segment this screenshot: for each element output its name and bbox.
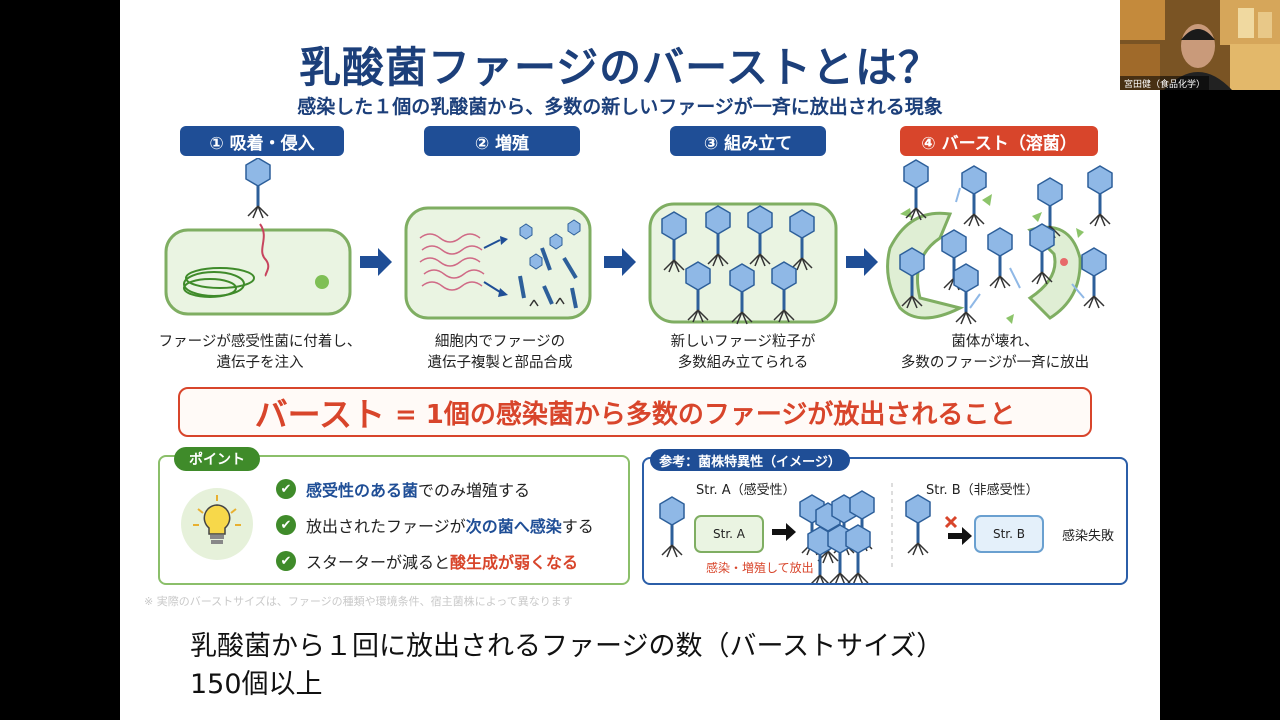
arrow-right-icon — [846, 248, 878, 276]
phage-icon — [246, 158, 270, 218]
point-text: する — [562, 513, 594, 537]
burst-definition-text: = 1個の感染菌から多数のファージが放出されること — [395, 394, 1015, 431]
point-row-3: ✔ スターターが減ると 酸生成が弱くなる — [276, 549, 578, 573]
strain-a-caption: 感染・増殖して放出 — [706, 559, 814, 576]
step-desc-line: 遺伝子を注入 — [145, 353, 375, 374]
slide-title: 乳酸菌ファージのバーストとは？ — [120, 34, 1120, 95]
point-text: でのみ増殖する — [418, 477, 530, 501]
step-desc-line: ファージが感受性菌に付着し、 — [145, 332, 375, 353]
burst-definition-box: バースト = 1個の感染菌から多数のファージが放出されること — [178, 387, 1092, 437]
slide-subtitle: 感染した１個の乳酸菌から、多数の新しいファージが一斉に放出される現象 — [120, 92, 1120, 119]
webcam-thumbnail[interactable]: 宮田健（食品化学） — [1120, 0, 1280, 90]
burst-highlight: バースト — [255, 388, 385, 436]
point-text: スターターが減ると — [306, 549, 450, 573]
point-text: 放出されたファージが — [306, 513, 466, 537]
arrow-right-icon — [360, 248, 392, 276]
step-desc-adsorption: ファージが感受性菌に付着し、 遺伝子を注入 — [145, 332, 375, 374]
step-desc-line: 多数のファージが一斉に放出 — [880, 353, 1110, 374]
step-desc-replication: 細胞内でファージの 遺伝子複製と部品合成 — [385, 332, 615, 374]
step-desc-line: 多数組み立てられる — [628, 353, 858, 374]
step-label-assembly: ③ 組み立て — [670, 126, 826, 156]
point-tab: ポイント — [174, 447, 260, 471]
step-desc-line: 細胞内でファージの — [385, 332, 615, 353]
footnote: ※ 実際のバーストサイズは、ファージの種類や環境条件、宿主菌株によって異なります — [144, 593, 573, 609]
webcam-participant-name: 宮田健（食品化学） — [1120, 76, 1209, 90]
arrow-right-icon — [604, 248, 636, 276]
cross-icon — [946, 517, 956, 527]
step-label-adsorption: ① 吸着・侵入 — [180, 126, 344, 156]
point-emphasis: 感受性のある菌 — [306, 477, 418, 501]
step-label-replication: ② 増殖 — [424, 126, 580, 156]
point-emphasis: 酸生成が弱くなる — [450, 549, 578, 573]
strain-a-box: Str. A — [694, 515, 764, 553]
burst-process-illustration — [120, 158, 1160, 333]
reference-panel: 参考：菌株特異性（イメージ） Str. A（感受性） Str. B（非感受性） … — [642, 457, 1128, 585]
step-desc-line: 菌体が壊れ、 — [880, 332, 1110, 353]
step-desc-line: 新しいファージ粒子が — [628, 332, 858, 353]
step-desc-assembly: 新しいファージ粒子が 多数組み立てられる — [628, 332, 858, 374]
step-label-burst: ④ バースト（溶菌） — [900, 126, 1098, 156]
strain-b-box: Str. B — [974, 515, 1044, 553]
check-icon: ✔ — [276, 551, 296, 571]
point-row-1: ✔ 感受性のある菌 でのみ増殖する — [276, 477, 530, 501]
slide: 乳酸菌ファージのバーストとは？ 感染した１個の乳酸菌から、多数の新しいファージが… — [120, 0, 1160, 720]
caption-line-1: 乳酸菌から１回に放出されるファージの数（バーストサイズ） — [190, 624, 943, 663]
point-panel: ポイント ✔ 感受性のある菌 でのみ増殖する ✔ 放出されたファージが 次の菌へ… — [158, 455, 630, 585]
step-desc-line: 遺伝子複製と部品合成 — [385, 353, 615, 374]
point-row-2: ✔ 放出されたファージが 次の菌へ感染 する — [276, 513, 594, 537]
strain-b-result: 感染失敗 — [1062, 525, 1114, 544]
point-emphasis: 次の菌へ感染 — [466, 513, 562, 537]
check-icon: ✔ — [276, 515, 296, 535]
caption-line-2: 150個以上 — [190, 662, 323, 701]
check-icon: ✔ — [276, 479, 296, 499]
step-desc-burst: 菌体が壊れ、 多数のファージが一斉に放出 — [880, 332, 1110, 374]
lightbulb-icon — [180, 487, 254, 561]
